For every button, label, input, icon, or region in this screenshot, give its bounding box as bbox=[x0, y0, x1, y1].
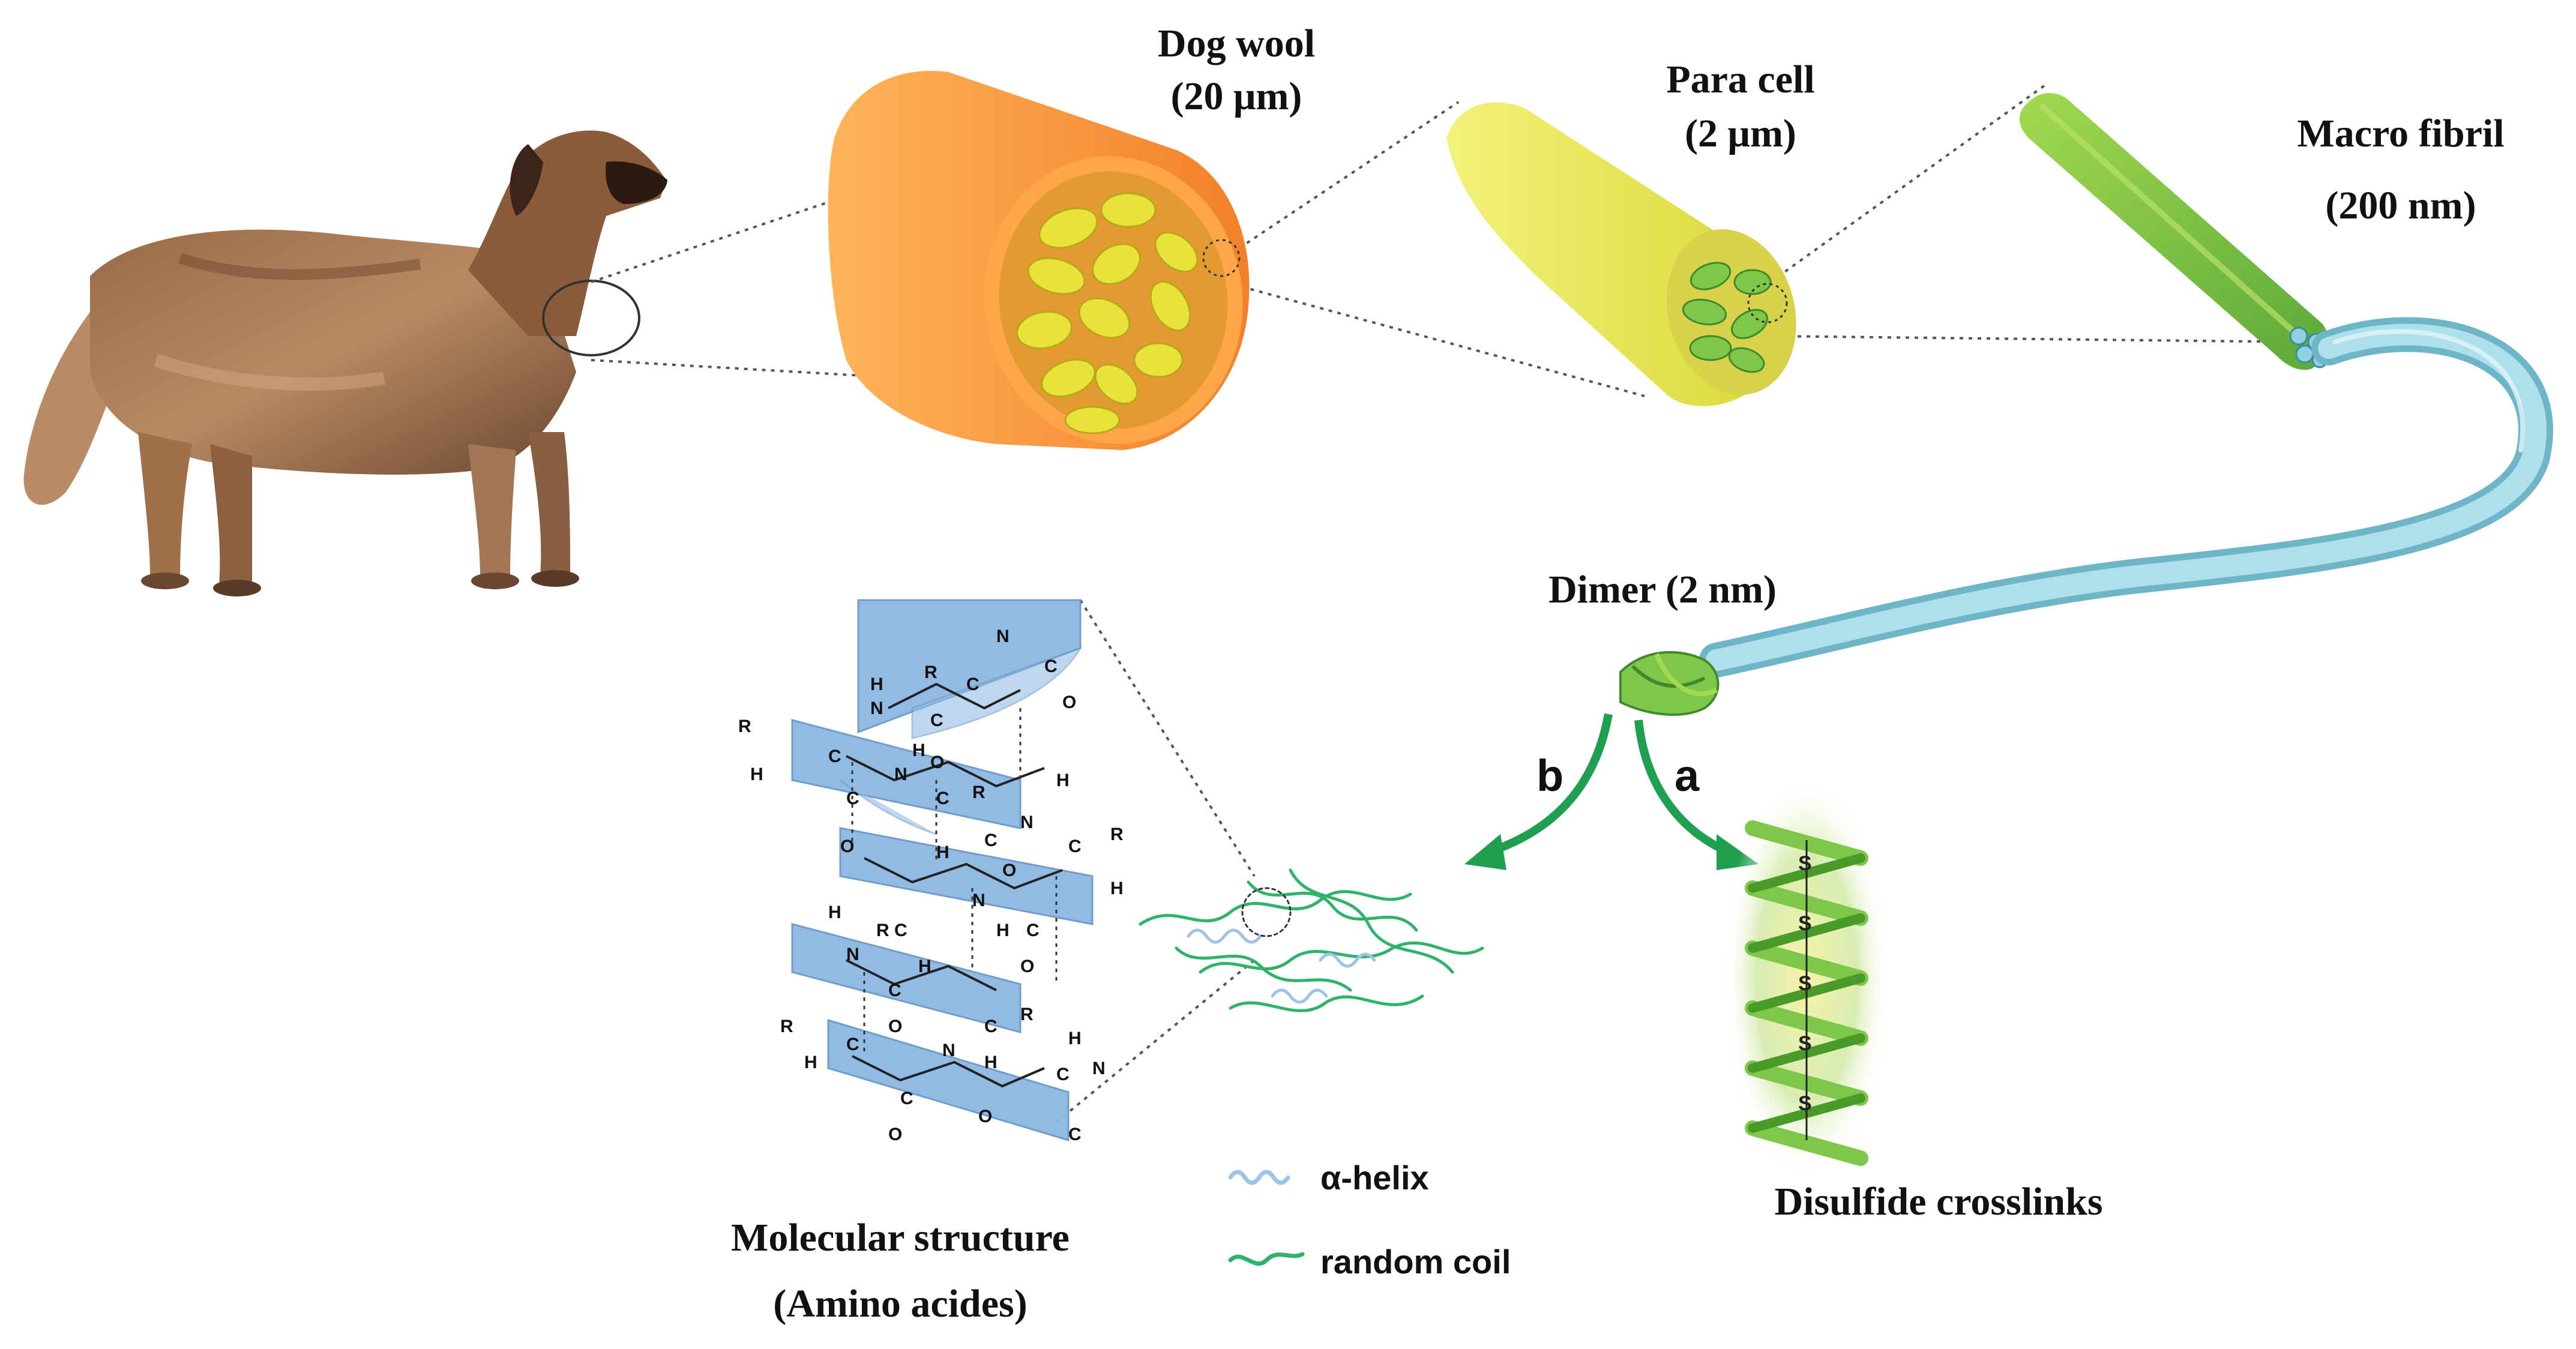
dog-wool-cylinder bbox=[828, 71, 1250, 450]
label-disulfide-crosslinks: Disulfide crosslinks bbox=[1774, 1180, 2103, 1224]
svg-text:H: H bbox=[936, 843, 949, 862]
para-cell-cylinder bbox=[1446, 102, 1796, 406]
svg-text:N: N bbox=[1092, 1059, 1106, 1078]
label-path-a: a bbox=[1675, 751, 1700, 801]
pathway-arrows bbox=[1464, 713, 1759, 870]
svg-text:R: R bbox=[738, 717, 751, 736]
legend-random-coil-label: random coil bbox=[1320, 1243, 1511, 1281]
molecular-helix-ribbon bbox=[791, 599, 1094, 1142]
legend-alpha-helix-swatch bbox=[1228, 1170, 1290, 1185]
svg-text:R: R bbox=[876, 921, 889, 940]
svg-text:N: N bbox=[870, 699, 883, 718]
disulfide-s-mark: S bbox=[1798, 852, 1812, 875]
label-amino-acides: (Amino acides) bbox=[773, 1282, 1028, 1326]
svg-text:O: O bbox=[930, 753, 944, 772]
disulfide-s-mark: S bbox=[1798, 1032, 1812, 1055]
svg-text:R: R bbox=[924, 662, 937, 682]
svg-text:R: R bbox=[1020, 1005, 1034, 1024]
svg-text:H: H bbox=[750, 765, 763, 784]
svg-text:O: O bbox=[978, 1107, 992, 1126]
svg-text:C: C bbox=[1026, 921, 1040, 940]
legend-alpha-helix-label: α-helix bbox=[1320, 1159, 1429, 1197]
svg-text:C: C bbox=[1068, 1125, 1082, 1144]
svg-text:O: O bbox=[1002, 861, 1016, 880]
svg-text:R: R bbox=[780, 1017, 793, 1036]
svg-text:H: H bbox=[870, 674, 883, 694]
svg-text:C: C bbox=[936, 789, 949, 808]
dimer-twist bbox=[1619, 650, 1720, 716]
disulfide-s-mark: S bbox=[1798, 912, 1812, 935]
svg-text:C: C bbox=[1056, 1065, 1070, 1084]
arrow-b bbox=[1487, 713, 1613, 856]
svg-text:C: C bbox=[1044, 656, 1058, 676]
arrow-a bbox=[1634, 720, 1730, 856]
svg-text:H: H bbox=[1056, 771, 1070, 790]
macro-fibril bbox=[2020, 93, 2329, 370]
zoom-lines bbox=[591, 83, 2305, 1123]
svg-text:C: C bbox=[846, 789, 859, 808]
svg-text:O: O bbox=[888, 1017, 902, 1036]
svg-text:R: R bbox=[972, 783, 986, 802]
label-para-cell: Para cell bbox=[1666, 58, 1815, 101]
svg-text:H: H bbox=[996, 921, 1010, 940]
svg-text:C: C bbox=[894, 921, 907, 940]
label-dog-wool: Dog wool bbox=[1157, 22, 1316, 65]
label-macro-fibril: Macro fibril bbox=[2297, 112, 2505, 155]
svg-text:H: H bbox=[1068, 1029, 1082, 1048]
random-coil-cluster bbox=[1139, 868, 1484, 1012]
molecular-atom-labels: N C O R C N H C O R H C N H C O C R H C … bbox=[738, 626, 1124, 1144]
svg-text:N: N bbox=[942, 1041, 955, 1060]
label-para-cell-size: (2 μm) bbox=[1685, 112, 1796, 155]
svg-text:N: N bbox=[894, 765, 907, 784]
dog-illustration bbox=[23, 130, 667, 596]
svg-text:C: C bbox=[984, 831, 998, 850]
svg-text:O: O bbox=[888, 1125, 902, 1144]
svg-text:H: H bbox=[918, 957, 931, 976]
svg-text:C: C bbox=[846, 1035, 859, 1054]
svg-text:C: C bbox=[966, 674, 980, 694]
label-molecular-structure: Molecular structure bbox=[731, 1216, 1070, 1260]
label-dog-wool-size: (20 μm) bbox=[1170, 74, 1302, 118]
svg-text:H: H bbox=[912, 741, 925, 760]
svg-text:N: N bbox=[846, 945, 859, 964]
disulfide-s-mark: S bbox=[1798, 1092, 1812, 1115]
svg-text:O: O bbox=[840, 837, 854, 856]
label-dimer: Dimer (2 nm) bbox=[1548, 568, 1777, 611]
svg-text:C: C bbox=[1068, 837, 1082, 856]
svg-text:C: C bbox=[828, 747, 841, 766]
svg-text:O: O bbox=[1062, 693, 1076, 712]
label-macro-fibril-size: (200 nm) bbox=[2325, 184, 2476, 227]
disulfide-s-mark: S bbox=[1798, 972, 1812, 995]
legend-random-coil-swatch bbox=[1228, 1252, 1305, 1266]
molecular-backbone bbox=[846, 682, 1063, 1088]
label-path-b: b bbox=[1536, 751, 1564, 801]
svg-text:C: C bbox=[900, 1089, 913, 1108]
svg-text:N: N bbox=[972, 891, 986, 910]
svg-text:H: H bbox=[1110, 879, 1124, 898]
disulfide-helix bbox=[1723, 774, 1891, 1182]
svg-text:H: H bbox=[984, 1053, 998, 1072]
svg-text:H: H bbox=[828, 903, 841, 922]
svg-text:R: R bbox=[1110, 825, 1124, 844]
svg-text:H: H bbox=[804, 1053, 817, 1072]
svg-text:C: C bbox=[984, 1017, 998, 1036]
svg-text:N: N bbox=[1020, 813, 1034, 832]
svg-text:N: N bbox=[996, 626, 1010, 646]
svg-text:C: C bbox=[888, 981, 901, 1000]
svg-text:O: O bbox=[1020, 957, 1034, 976]
svg-text:C: C bbox=[930, 711, 943, 730]
